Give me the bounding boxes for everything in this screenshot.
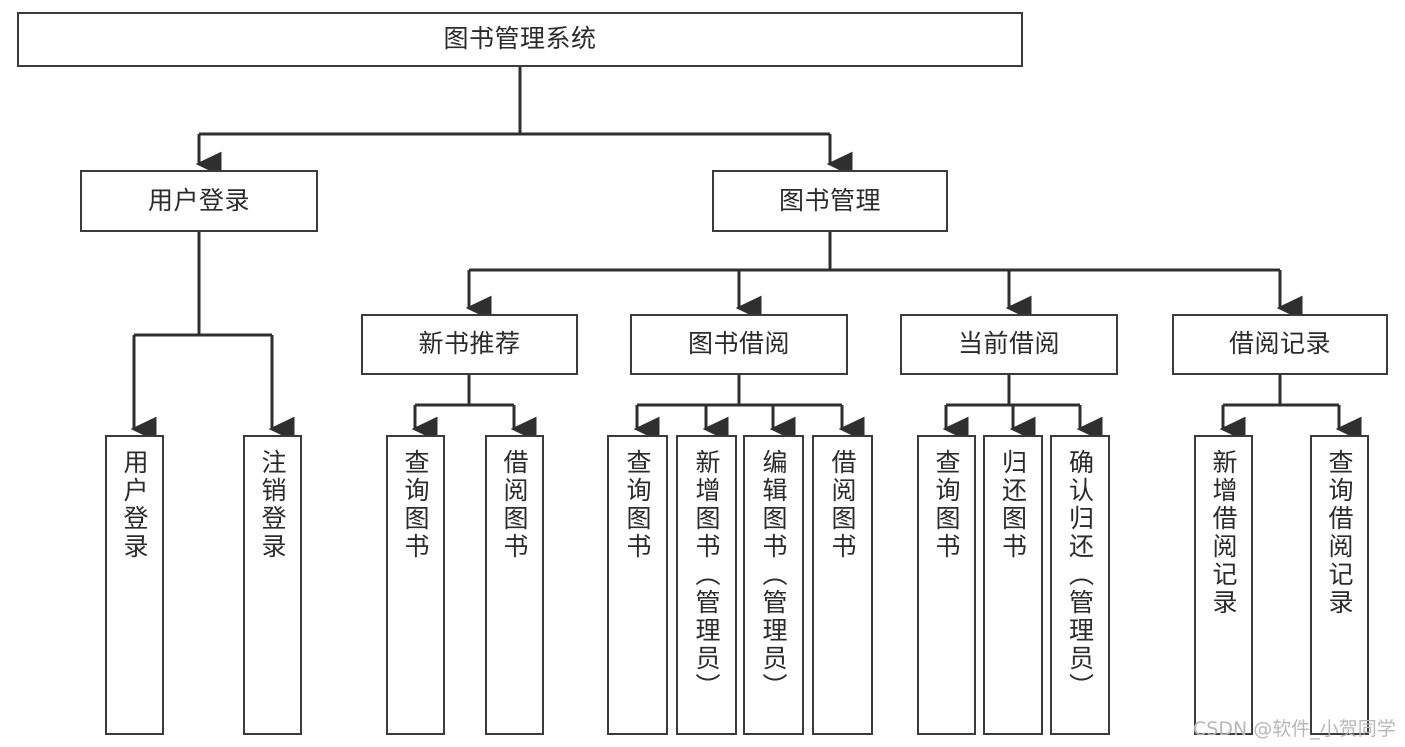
node-book-borrow-label: 图书借阅 [687,329,790,359]
node-leaf-query-book-cur-label: 查询图书 [932,449,961,561]
node-leaf-logout[interactable]: 注销登录 [243,435,302,735]
node-book-manage-label: 图书管理 [778,185,881,215]
node-user-login-label: 用户登录 [147,185,250,215]
node-leaf-add-record[interactable]: 新增借阅记录 [1194,435,1253,735]
node-leaf-borrow-book[interactable]: 借阅图书 [812,435,873,735]
node-leaf-query-book[interactable]: 查询图书 [607,435,668,735]
node-book-borrow[interactable]: 图书借阅 [630,314,848,375]
node-leaf-user-login-label: 用户登录 [120,449,149,561]
node-leaf-confirm-return-label: 确认归还（管理员） [1065,449,1095,701]
node-borrow-record[interactable]: 借阅记录 [1172,314,1388,375]
node-new-book-rec-label: 新书推荐 [418,329,521,359]
node-leaf-edit-book[interactable]: 编辑图书（管理员） [743,435,804,735]
node-leaf-query-book-cur[interactable]: 查询图书 [917,435,976,735]
node-leaf-query-book-rec-label: 查询图书 [401,449,430,561]
node-leaf-borrow-book-rec-label: 借阅图书 [500,449,529,561]
node-borrow-record-label: 借阅记录 [1228,329,1331,359]
node-leaf-query-book-label: 查询图书 [623,449,652,561]
node-root[interactable]: 图书管理系统 [17,12,1023,67]
node-leaf-borrow-book-rec[interactable]: 借阅图书 [485,435,544,735]
node-current-borrow-label: 当前借阅 [957,329,1060,359]
node-leaf-query-record[interactable]: 查询借阅记录 [1310,435,1369,735]
node-leaf-logout-label: 注销登录 [258,449,287,561]
node-root-label: 图书管理系统 [443,24,597,54]
node-leaf-user-login[interactable]: 用户登录 [105,435,164,735]
node-current-borrow[interactable]: 当前借阅 [900,314,1118,375]
node-leaf-add-book[interactable]: 新增图书（管理员） [676,435,737,735]
node-leaf-query-book-rec[interactable]: 查询图书 [386,435,445,735]
node-book-manage[interactable]: 图书管理 [712,170,948,232]
node-leaf-borrow-book-label: 借阅图书 [828,449,857,561]
node-leaf-return-book-label: 归还图书 [998,449,1028,561]
node-leaf-confirm-return[interactable]: 确认归还（管理员） [1050,435,1110,735]
node-new-book-rec[interactable]: 新书推荐 [361,314,578,375]
node-leaf-query-record-label: 查询借阅记录 [1325,449,1354,617]
node-leaf-add-book-label: 新增图书（管理员） [692,449,721,701]
node-leaf-return-book[interactable]: 归还图书 [983,435,1043,735]
node-leaf-edit-book-label: 编辑图书（管理员） [759,449,788,701]
node-leaf-add-record-label: 新增借阅记录 [1209,449,1238,617]
node-user-login[interactable]: 用户登录 [80,170,318,232]
